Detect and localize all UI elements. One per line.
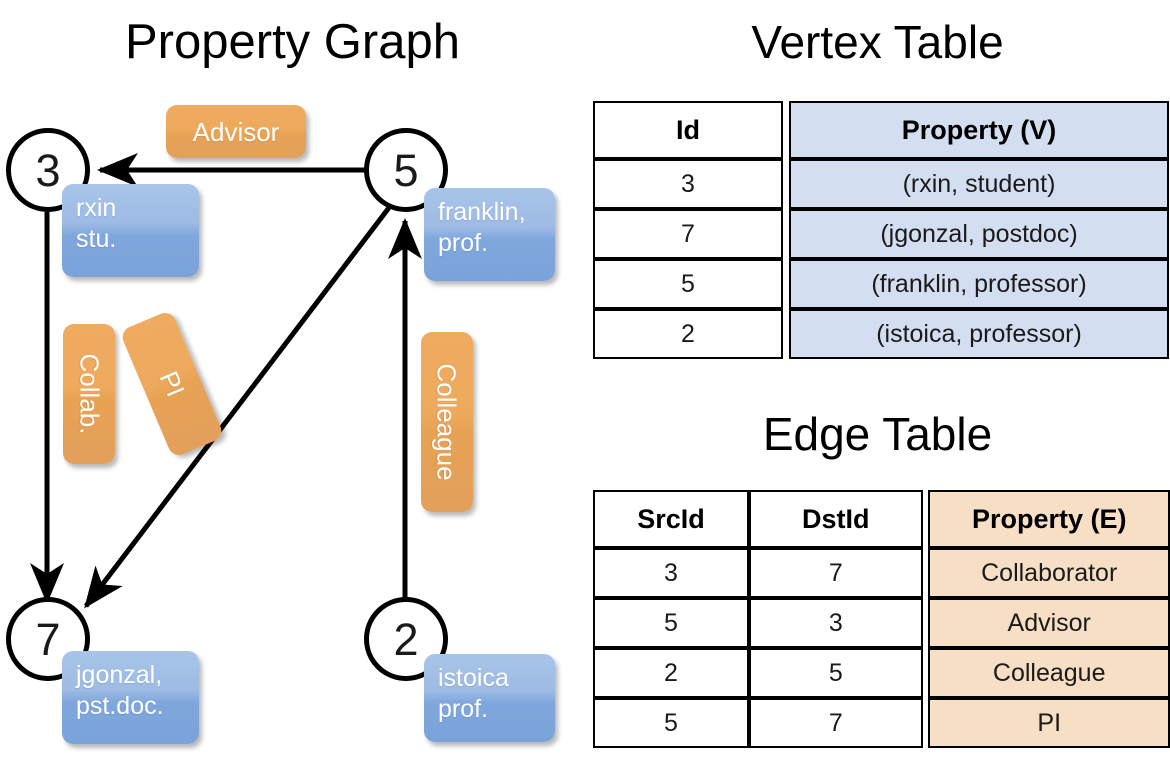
vertex-row-0-id: 3	[593, 159, 783, 209]
node-property-callout-jgonzal: jgonzal, pst.doc.	[62, 651, 199, 744]
edge-label-pi-text: PI	[153, 366, 191, 402]
edge-5-to-7	[84, 203, 393, 609]
vertex-row-3-property: (istoica, professor)	[789, 309, 1169, 359]
vertex-row-1-property: (jgonzal, postdoc)	[789, 209, 1169, 259]
vertex-row-1-id: 7	[593, 209, 783, 259]
node-property-callout-istoica: istoica prof.	[424, 654, 555, 742]
edge-row-3-dst: 7	[748, 698, 923, 748]
vertex-table: Id Property (V) 3 (rxin, student) 7 (jgo…	[593, 101, 1169, 359]
edge-row-1-dst: 3	[748, 598, 923, 648]
table-row: 3 (rxin, student)	[593, 159, 1169, 209]
table-row: 2 (istoica, professor)	[593, 309, 1169, 359]
vertex-row-3-id: 2	[593, 309, 783, 359]
graph-node-7-label: 7	[35, 613, 61, 665]
graph-node-3-label: 3	[35, 144, 61, 196]
edge-row-1-property: Advisor	[928, 598, 1170, 648]
graph-node-2-label: 2	[393, 613, 419, 665]
column-gap	[922, 648, 929, 698]
callout-line-2: prof.	[438, 695, 489, 723]
edge-label-advisor-text: Advisor	[192, 116, 280, 147]
edge-row-1-src: 5	[593, 598, 749, 648]
column-gap	[783, 259, 789, 309]
callout-line-1: rxin	[76, 194, 117, 222]
edge-row-3-src: 5	[593, 698, 749, 748]
edge-label-collab: Collab.	[63, 324, 115, 464]
page-title-vertex-table: Vertex Table	[751, 16, 1004, 68]
graph-edges-svg	[30, 153, 422, 609]
edge-row-2-src: 2	[593, 648, 749, 698]
callout-line-2: pst.doc.	[76, 692, 164, 720]
graph-node-5[interactable]: 5	[364, 128, 448, 212]
table-header-row: SrcId DstId Property (E)	[593, 490, 1170, 548]
table-row: 3 7 Collaborator	[593, 548, 1170, 598]
edge-row-3-property: PI	[928, 698, 1170, 748]
page-title-edge-table: Edge Table	[762, 408, 993, 460]
node-property-callout-franklin: franklin, prof.	[424, 188, 555, 281]
edge-label-collab-text: Collab.	[74, 353, 104, 435]
table-row: 5 3 Advisor	[593, 598, 1170, 648]
edge-row-0-src: 3	[593, 548, 749, 598]
callout-line-2: prof.	[438, 229, 489, 257]
page-title-property-graph: Property Graph	[125, 15, 460, 69]
column-gap	[783, 209, 789, 259]
vertex-table-header-property: Property (V)	[789, 101, 1169, 159]
edge-row-0-property: Collaborator	[928, 548, 1170, 598]
table-row: 7 (jgonzal, postdoc)	[593, 209, 1169, 259]
column-gap	[783, 159, 789, 209]
edge-label-colleague: Colleague	[421, 332, 473, 512]
vertex-row-2-id: 5	[593, 259, 783, 309]
callout-line-1: franklin,	[438, 198, 526, 226]
graph-node-2[interactable]: 2	[364, 597, 448, 681]
column-gap	[783, 101, 789, 159]
callout-line-1: istoica	[438, 664, 509, 692]
node-property-callout-rxin: rxin stu.	[62, 184, 199, 277]
graph-node-5-label: 5	[393, 144, 419, 196]
edge-label-advisor: Advisor	[166, 105, 306, 158]
edge-table-header-property: Property (E)	[928, 490, 1170, 548]
edge-table-header-dstid: DstId	[748, 490, 923, 548]
column-gap	[922, 598, 929, 648]
table-header-row: Id Property (V)	[593, 101, 1169, 159]
vertex-row-2-property: (franklin, professor)	[789, 259, 1169, 309]
property-graph-panel: 3 5 7 2 rxin stu. franklin, prof. jgonza…	[6, 105, 555, 744]
callout-line-1: jgonzal,	[76, 661, 163, 689]
edge-table-header-srcid: SrcId	[593, 490, 749, 548]
table-row: 5 7 PI	[593, 698, 1170, 748]
column-gap	[922, 548, 929, 598]
edge-table: SrcId DstId Property (E) 3 7 Collaborato…	[593, 490, 1170, 748]
edge-row-0-dst: 7	[748, 548, 923, 598]
table-row: 5 (franklin, professor)	[593, 259, 1169, 309]
column-gap	[922, 698, 929, 748]
column-gap	[783, 309, 789, 359]
vertex-row-0-property: (rxin, student)	[789, 159, 1169, 209]
vertex-table-header-id: Id	[593, 101, 783, 159]
edge-label-colleague-text: Colleague	[432, 363, 462, 481]
edge-row-2-dst: 5	[748, 648, 923, 698]
column-gap	[922, 490, 929, 548]
table-row: 2 5 Colleague	[593, 648, 1170, 698]
edge-row-2-property: Colleague	[928, 648, 1170, 698]
callout-line-2: stu.	[76, 225, 117, 253]
